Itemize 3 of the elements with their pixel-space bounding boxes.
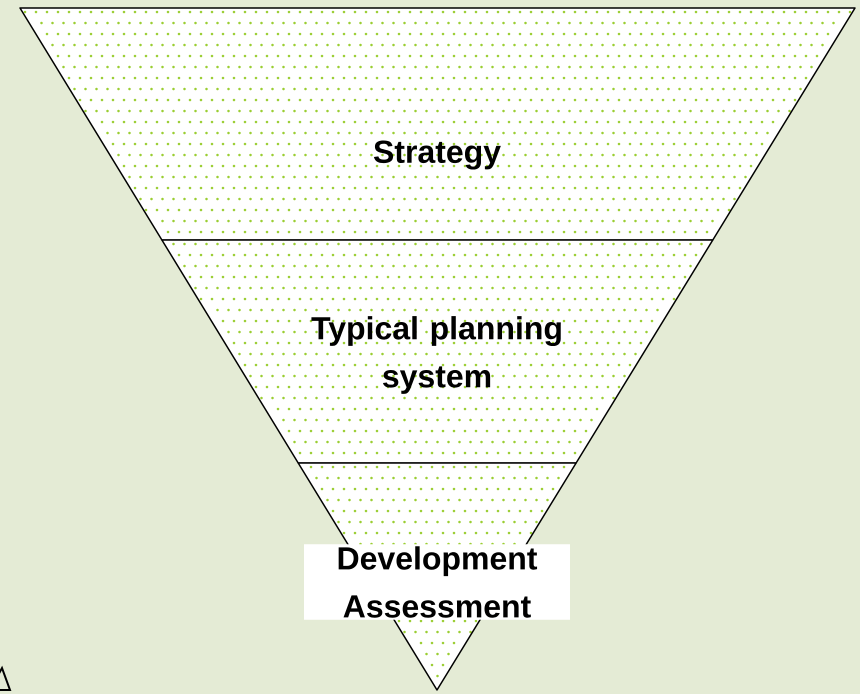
funnel-band: Strategy <box>19 7 856 241</box>
funnel-band: Development Assessment <box>297 462 577 691</box>
funnel-band: Typical planning system <box>161 239 714 464</box>
